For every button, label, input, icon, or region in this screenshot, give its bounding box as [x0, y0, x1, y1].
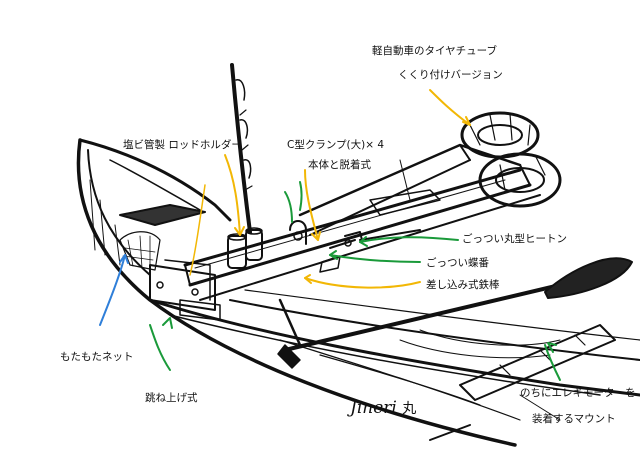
label-round-bolt: ごっつい丸型ヒートン	[462, 233, 567, 245]
flip-up-bracket	[149, 259, 221, 321]
paddle	[277, 257, 633, 369]
label-tire-tube-2: くくり付けバージョン	[398, 69, 503, 81]
label-c-clamp-2: 本体と脱着式	[308, 159, 371, 171]
label-insert-rod: 差し込み式鉄棒	[426, 279, 500, 291]
signature-mark: 丸	[402, 401, 417, 417]
label-pvc-rod-holder: 塩ビ管製 ロッドホルダー	[123, 139, 242, 151]
tire-tube-float	[460, 111, 562, 208]
label-motor-mount-1: のちにエレキモーターを	[520, 387, 636, 399]
label-flip-up: 跳ね上げ式	[145, 392, 198, 404]
label-tire-tube-1: 軽自動車のタイヤチューブ	[372, 45, 498, 57]
label-fuzzy-net: もたもたネット	[60, 351, 134, 363]
label-motor-mount-2: 装着するマウント	[532, 413, 616, 425]
label-c-clamp-1: C型クランプ(大)× 4	[287, 139, 385, 151]
signature-name: Jineri	[350, 398, 397, 418]
label-butterfly-hinge: ごっつい蝶番	[426, 257, 489, 269]
annotation-arrows	[99, 89, 561, 381]
fishing-rod	[230, 63, 253, 234]
bow-seat	[119, 204, 206, 226]
signature: Jineri 丸	[350, 398, 416, 418]
kayak-hull	[76, 138, 640, 447]
clamp-hardware	[289, 220, 421, 273]
